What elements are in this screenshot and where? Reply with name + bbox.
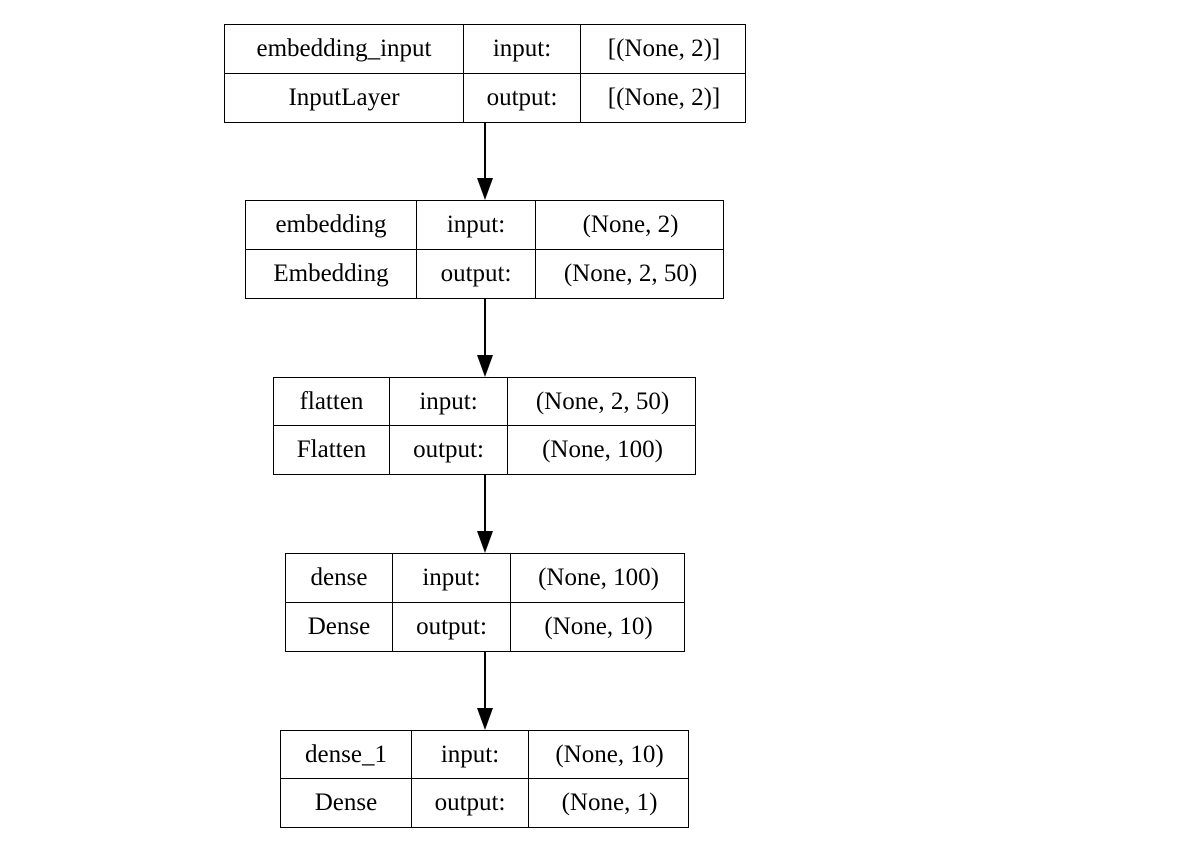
layer-name: dense_1 [305,741,387,768]
layer-output-row: Dense output:(None, 1) [281,778,688,827]
edge-arrow [477,299,493,377]
layer-type: Flatten [296,436,367,463]
output-label: output: [392,602,510,651]
layer-name: embedding [275,211,387,239]
arrowhead-icon [477,355,493,377]
layer-input-row: dense_1 input:(None, 10) [281,731,688,779]
input-shape: (None, 2, 50) [507,378,697,426]
layer-node-dense: dense input:(None, 100) Dense output:(None,… [285,553,685,652]
output-shape: (None, 100) [507,426,697,474]
input-shape: (None, 2) [535,201,725,250]
layer-output-row: Flatten output:(None, 100) [274,425,695,474]
input-shape: (None, 10) [528,731,690,779]
layer-output-row: Embedding output:(None, 2, 50) [246,248,725,298]
layer-name: flatten [299,388,364,415]
layer-input-row: embedding input:(None, 2) [246,201,723,250]
input-label: input: [463,25,580,74]
input-label: input: [416,201,535,250]
output-shape: (None, 2, 50) [535,249,725,298]
layer-name: dense [310,564,368,592]
layer-type: Dense [314,789,378,816]
output-shape: (None, 1) [528,779,690,827]
edge-arrow [477,123,493,200]
edge-arrow [477,652,493,730]
output-shape: (None, 10) [510,602,686,651]
input-label: input: [411,731,528,779]
output-shape: [(None, 2)] [580,73,747,122]
input-label: input: [392,554,510,603]
output-label: output: [411,779,528,827]
output-label: output: [463,73,580,122]
output-label: output: [416,249,535,298]
layer-type: Dense [307,612,371,640]
layer-node-embedding: embedding input:(None, 2) Embedding output:… [245,200,724,299]
layer-input-row: embedding_input input:[(None, 2)] [225,25,745,74]
layer-input-row: dense input:(None, 100) [286,554,684,603]
input-label: input: [389,378,507,426]
input-shape: [(None, 2)] [580,25,747,74]
layer-output-row: Dense output:(None, 10) [286,601,686,651]
edge-arrow [477,475,493,553]
layer-input-row: flatten input:(None, 2, 50) [274,378,695,426]
layer-type: InputLayer [288,83,400,111]
output-label: output: [389,426,507,474]
layer-type: Embedding [273,259,389,287]
layer-node-dense-1: dense_1 input:(None, 10) Dense output:(None… [280,730,689,828]
arrowhead-icon [477,708,493,730]
layer-node-flatten: flatten input:(None, 2, 50) Flatten output:… [273,377,696,475]
layer-name: embedding_input [256,35,432,63]
layer-output-row: InputLayer output:[(None, 2)] [225,72,747,122]
arrowhead-icon [477,178,493,200]
input-shape: (None, 100) [510,554,686,603]
arrowhead-icon [477,531,493,553]
